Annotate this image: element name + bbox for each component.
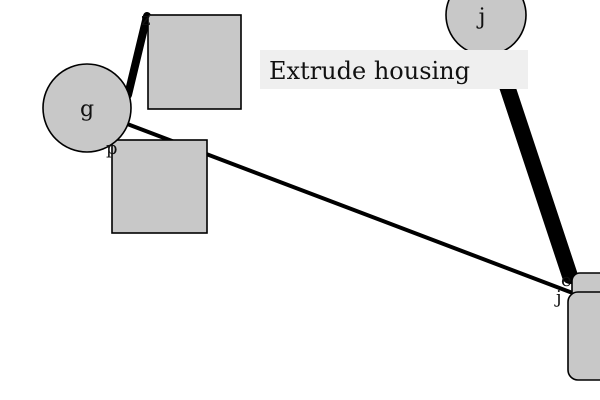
port-label-middle-left-square: p [106,138,118,159]
top-square-node [147,14,242,110]
caption-extrude-housing: Extrude housing [269,57,470,85]
node-j-label: j [476,5,486,30]
node-g-circle [42,63,132,153]
port-label-top-left-square: z [141,9,150,30]
middle-square-node [111,139,208,234]
bottom-right-node [567,291,600,381]
node-j-circle [445,0,527,56]
edge-j-to-bottom-right [497,72,578,284]
port-label-bottom-right-b: j [554,287,562,308]
edge-g-to-top-square [124,12,151,99]
node-g-label: g [80,97,94,122]
port-label-bottom-right-a: e [561,270,572,291]
caption-background [260,50,528,89]
